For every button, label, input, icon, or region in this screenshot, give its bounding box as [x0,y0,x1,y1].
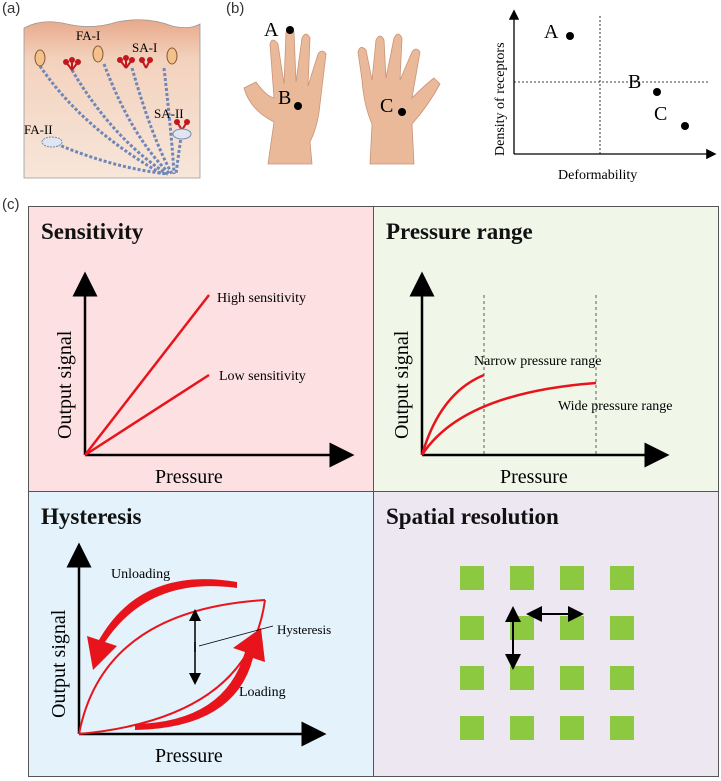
skin-receptor-illustration: FA-I SA-I FA-II SA-II [23,19,201,179]
hand-point-a: A [264,19,279,41]
hand-point-c: C [380,95,393,117]
pr-ylabel: Output signal [391,330,413,439]
pr-xlabel: Pressure [500,466,568,488]
sa1-label: SA-I [132,40,157,55]
sensor-pixel [460,566,484,590]
fa1-label: FA-I [76,28,100,43]
density-deformability-plot: A B C Deformability Density of receptors [493,9,717,183]
hysteresis-panel: Hysteresis Unloading Loading Hysteresis … [28,491,374,777]
sens-xlabel: Pressure [155,466,223,488]
sensor-grid [460,566,634,740]
sensor-pixel [560,666,584,690]
narrow-range-label: Narrow pressure range [474,354,602,369]
sensitivity-panel: Sensitivity High sensitivity Low sensiti… [28,206,374,492]
sa2-label: SA-II [154,106,184,121]
sens-ylabel: Output signal [54,330,76,439]
fa2-label: FA-II [24,122,53,137]
sensor-pixel [560,566,584,590]
spatial-resolution-panel: Spatial resolution [373,491,719,777]
sensor-pixel [460,666,484,690]
unloading-curve [78,599,266,735]
scatter-label-c: C [654,103,667,125]
hysteresis-leader-line [198,625,274,647]
sensor-pixel [460,716,484,740]
sensor-pixel [510,666,534,690]
loading-curve [78,599,266,735]
scatter-ylabel: Density of receptors [493,42,508,156]
sensor-pixel [560,716,584,740]
spatial-resolution-title: Spatial resolution [386,504,559,529]
pressure-range-panel: Pressure range Narrow pressure range Wid… [373,206,719,492]
sensor-pixel [610,566,634,590]
loading-label: Loading [239,685,286,700]
panel-b-tag: (b) [226,0,245,17]
scatter-point-a [566,32,574,40]
unloading-arrow [87,579,237,670]
panel-c-tag: (c) [2,196,20,213]
scatter-label-b: B [628,71,641,93]
hand-point-b: B [278,87,291,109]
high-sensitivity-label: High sensitivity [217,291,306,306]
panel-a-tag: (a) [2,0,21,17]
scatter-label-a: A [544,21,559,43]
sensor-pixel [460,616,484,640]
scatter-xlabel: Deformability [558,168,637,183]
hysteresis-title: Hysteresis [41,504,142,529]
scatter-point-c [681,122,689,130]
hands-illustration: A B C [243,19,441,165]
back-hand [357,33,441,165]
sensor-pixel [610,666,634,690]
sensor-pixel [510,716,534,740]
wide-range-label: Wide pressure range [558,399,673,414]
wide-range-curve [420,381,597,456]
low-sensitivity-line [84,373,210,457]
sensor-pixel [610,716,634,740]
sensor-pixel [510,566,534,590]
hys-ylabel: Output signal [48,609,70,718]
pressure-range-title: Pressure range [386,219,533,244]
narrow-range-curve [420,373,485,456]
hysteresis-label: Hysteresis [277,622,331,637]
hys-xlabel: Pressure [155,745,223,767]
sensitivity-title: Sensitivity [41,219,144,244]
sensor-pixel [610,616,634,640]
sensor-pixel [560,616,584,640]
scatter-point-b [653,88,661,96]
unloading-label: Unloading [111,567,170,582]
low-sensitivity-label: Low sensitivity [219,369,306,384]
high-sensitivity-line [84,294,210,456]
loading-arrow [135,628,265,730]
